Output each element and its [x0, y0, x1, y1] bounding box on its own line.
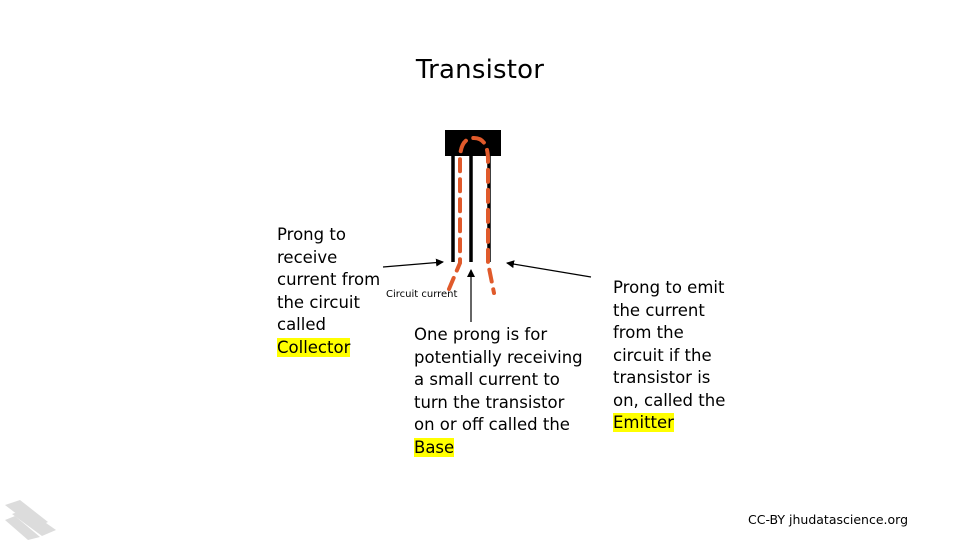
emitter-arrow	[506, 260, 592, 278]
collector-term: Collector	[277, 337, 351, 357]
base-text: One prong is for potentially receiving a…	[414, 325, 583, 434]
transistor-body	[445, 130, 501, 156]
emitter-description: Prong to emit the current from the circu…	[613, 277, 731, 435]
collector-arrow	[382, 258, 444, 268]
credit-text: CC-BY jhudatascience.org	[748, 512, 909, 527]
collector-text: Prong to receive current from the circui…	[277, 225, 381, 334]
circuit-current-label: Circuit current	[386, 289, 458, 300]
emitter-text: Prong to emit the current from the circu…	[613, 278, 726, 410]
base-term: Base	[414, 437, 455, 457]
jhu-data-science-logo-icon	[5, 500, 56, 540]
collector-description: Prong to receive current from the circui…	[277, 224, 389, 359]
current-path-dashed	[447, 135, 496, 295]
slide-title: Transistor	[415, 55, 545, 85]
emitter-term: Emitter	[613, 413, 674, 432]
base-description: One prong is for potentially receiving a…	[414, 324, 584, 459]
